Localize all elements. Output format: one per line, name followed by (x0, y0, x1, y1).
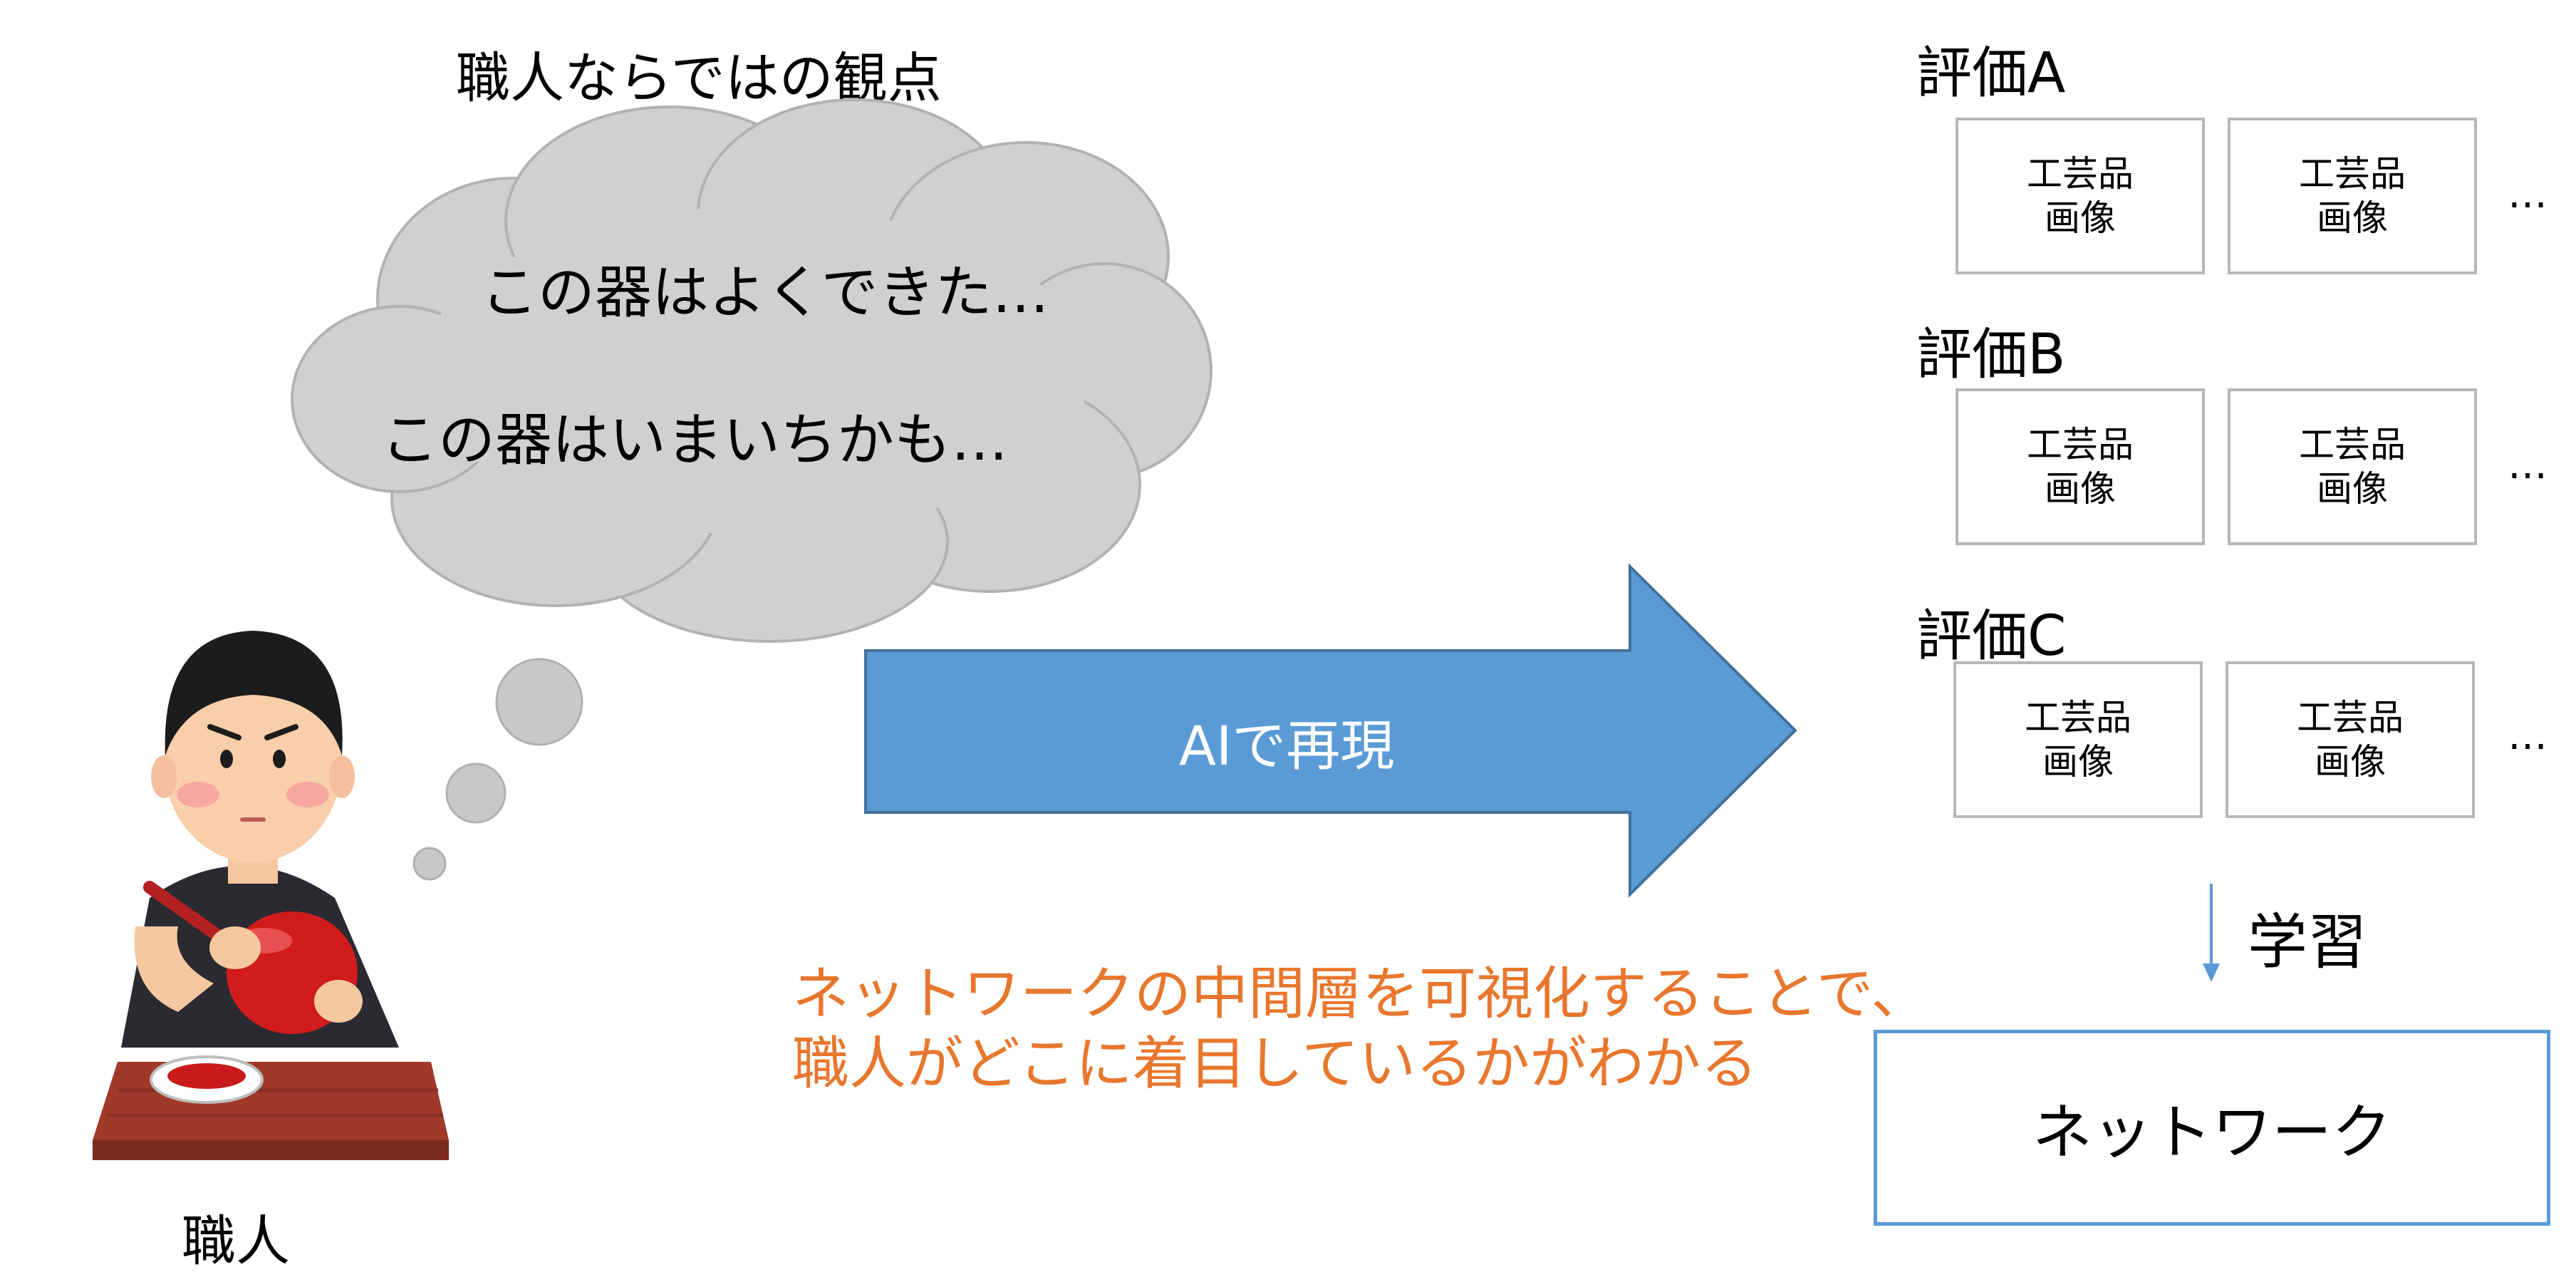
image-box-label-line2: 画像 (2317, 197, 2388, 239)
evaluation-c-title: 評価C (1916, 604, 2067, 668)
evaluation-b-image-2: 工芸品 画像 (2228, 388, 2477, 545)
image-box-label-line1: 工芸品 (2025, 697, 2131, 738)
image-box-label-line2: 画像 (2315, 741, 2386, 782)
image-box-label-line1: 工芸品 (2027, 424, 2134, 465)
table (93, 1062, 449, 1140)
arrow-label: AIで再現 (1179, 714, 1395, 777)
image-box-label-line2: 画像 (2045, 468, 2116, 510)
image-box-label-line1: 工芸品 (2299, 153, 2406, 195)
image-box-label-line2: 画像 (2317, 468, 2388, 510)
learning-label: 学習 (2248, 907, 2368, 977)
thought-bubble-medium (445, 763, 507, 824)
evaluation-c-image-1: 工芸品 画像 (1953, 661, 2203, 818)
evaluation-a-more: … (2508, 171, 2548, 217)
image-box-label-line1: 工芸品 (2027, 153, 2134, 195)
evaluation-a-title: 評価A (1916, 41, 2066, 105)
evaluation-b-more: … (2508, 442, 2548, 488)
evaluation-c-more: … (2508, 713, 2548, 759)
thought-bubble-large (495, 658, 583, 746)
evaluation-a-image-2: 工芸品 画像 (2228, 118, 2477, 274)
evaluation-c-image-2: 工芸品 画像 (2226, 661, 2475, 818)
thought-cloud-fill (420, 207, 1090, 534)
thought-line-bad: この器はいまいちかも… (381, 407, 1008, 473)
image-box-label-line2: 画像 (2045, 197, 2116, 239)
thought-line-good: この器はよくできた… (481, 259, 1049, 326)
evaluation-a-image-1: 工芸品 画像 (1956, 118, 2205, 274)
thought-bubble-small (412, 847, 447, 881)
image-box-label-line2: 画像 (2042, 741, 2114, 782)
image-box-label-line1: 工芸品 (2297, 697, 2404, 738)
network-label: ネットワーク (2032, 1097, 2391, 1167)
craftsman-label: 職人 (182, 1209, 290, 1273)
image-box-label-line1: 工芸品 (2299, 424, 2406, 465)
note-line-2: 職人がどこに着目しているかがわかる (792, 1030, 1758, 1097)
evaluation-b-title: 評価B (1916, 323, 2066, 387)
reproduce-arrow (864, 563, 1797, 898)
craftsman-illustration (93, 631, 449, 1160)
note-line-1: ネットワークの中間層を可視化することで、 (792, 961, 1928, 1027)
evaluation-b-image-1: 工芸品 画像 (1956, 388, 2205, 545)
network-box: ネットワーク (1874, 1030, 2550, 1226)
learning-arrow-head (2203, 963, 2220, 982)
